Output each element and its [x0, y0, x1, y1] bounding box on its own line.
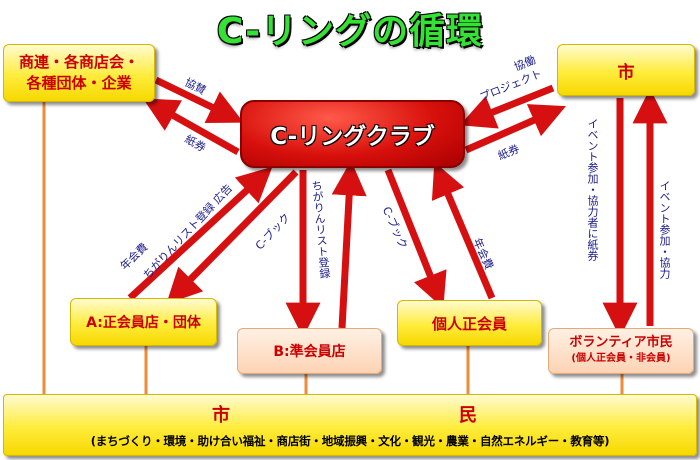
arrow-shi-to-club — [459, 84, 555, 129]
label-event-kyoryoku: イベント参加・協力 — [658, 180, 671, 279]
node-member-b: B:準会員店 — [237, 328, 382, 374]
node-volunteer-line2: (個人正会員・非会員) — [571, 353, 671, 364]
node-volunteer-citizens: ボランティア市民 (個人正会員・非会員) — [548, 328, 694, 374]
arrow-club-to-individual — [384, 168, 447, 309]
arrow-shoren-to-club — [154, 76, 244, 124]
diagram-title: C-リングの循環 — [216, 11, 484, 52]
node-member-a: A:正会員店・団体 — [70, 298, 217, 346]
citizens-heading: 市 民 — [4, 401, 696, 426]
arrow-club-to-member-a — [166, 169, 299, 304]
node-individual-member: 個人正会員 — [397, 300, 542, 346]
node-member-b-label: B:準会員店 — [273, 344, 346, 360]
connector-lines — [42, 102, 624, 396]
arrow-individual-to-club — [431, 161, 496, 300]
arrow-member-b-to-club — [331, 160, 367, 329]
arrow-club-to-shi — [464, 104, 566, 154]
node-member-a-label: A:正会員店・団体 — [86, 315, 201, 331]
node-volunteer-line1: ボランティア市民 — [569, 335, 673, 350]
citizens-detail: (まちづくり・環境・助け合い福祉・商店街・地域振興・文化・観光・農業・自然エネル… — [90, 434, 610, 448]
node-c-ring-club: C-リングクラブ — [240, 100, 465, 168]
node-shoren-line2: 各種団体・企業 — [26, 74, 132, 92]
citizens-heading-char-1: 市 — [212, 405, 230, 426]
node-shoren-groups-companies: 商連・各商店会・ 各種団体・企業 — [3, 44, 155, 102]
label-event-shiken: イベント参加・協力者に紙券 — [586, 118, 599, 261]
node-club-label: C-リングクラブ — [270, 124, 435, 150]
arrow-club-to-shoren — [142, 98, 240, 156]
node-citizens: 市 民 (まちづくり・環境・助け合い福祉・商店街・地域振興・文化・観光・農業・自… — [3, 394, 697, 456]
node-city-label: 市 — [617, 62, 635, 83]
arrow-member-a-to-club — [127, 166, 273, 301]
node-city: 市 — [557, 44, 695, 96]
arrows — [127, 76, 668, 338]
citizens-heading-char-2: 民 — [459, 405, 477, 426]
node-individual-label: 個人正会員 — [431, 314, 507, 333]
node-shoren-line1: 商連・各商店会・ — [18, 53, 139, 71]
